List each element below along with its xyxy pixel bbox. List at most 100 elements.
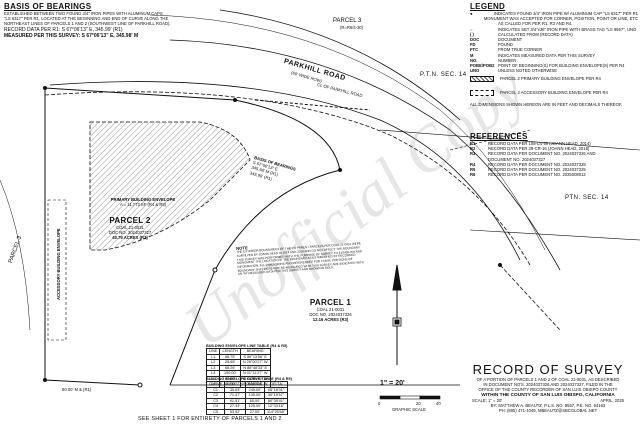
record-of-survey-title-block: RECORD OF SURVEY OF A PORTION OF PARCELS… — [458, 362, 638, 413]
line-table-row-cell: L1 — [205, 353, 221, 360]
curve-table-row-cell: 135.00' — [244, 392, 266, 399]
scale-tick-0: 0 — [378, 401, 381, 406]
curve-table-row-cell: 27.39' — [224, 403, 246, 410]
reference-item: DOCUMENT NO. 2024037327 — [488, 156, 546, 162]
basis-of-bearings-block: BASIS OF BEARINGS ESTABLISHED BETWEEN TW… — [4, 2, 184, 39]
ptn-sec-14-right-label: PTN. SEC. 14 — [565, 195, 609, 201]
monuments — [43, 86, 502, 388]
curve-table-row-cell: 125.00' — [244, 403, 266, 410]
basis-line: NORTHEAST LINES OF PARCELS 1 AND 2 (SOUT… — [4, 21, 171, 27]
record-title: RECORD OF SURVEY — [472, 362, 624, 377]
accessory-building-envelope — [47, 199, 67, 341]
line-table-row-cell: L4 — [205, 370, 221, 377]
line-table-row-cell: 150.00' — [219, 370, 241, 377]
curve-table-row-cell: 80°39'41" — [263, 397, 289, 404]
line-table-row-cell: 28.65' — [219, 359, 241, 366]
title-scale: SCALE: 1" = 20' — [472, 397, 503, 403]
line-table-row-cell: L5 — [205, 375, 221, 382]
building-envelope-curve-table: BUILDING ENVELOPE CURVE TABLE (R4 & R5) … — [205, 377, 292, 415]
curve-table-row-cell: 91.51' — [224, 397, 246, 404]
curve-table-row-cell: 35.53' — [224, 386, 246, 393]
accessory-envelope-swatch — [470, 90, 494, 97]
curve-table-header: RADIUS — [244, 381, 266, 388]
scale-tick-20: 20 — [416, 401, 421, 406]
basis-line: ESTABLISHED BETWEEN TWO FOUND 3/4" IRON … — [4, 11, 163, 16]
legend-item: MONUMENT WAS ACCEPTED FOR CORNER, POSITI… — [483, 16, 638, 22]
parcel-1-label: PARCEL 1 COAL 21-0031 DOC NO. 2024037326… — [309, 298, 352, 323]
parcel-3-sub: (R=R6/4-30) — [340, 25, 364, 30]
curve-table-row-cell: 12°33'16" — [263, 403, 289, 410]
line-table-header: BEARING — [239, 348, 271, 355]
legend-item: PARCEL 2 ACCESSORY BUILDING ENVELOPE PER… — [470, 90, 638, 97]
sheet-note: SEE SHEET 1 FOR ENTIRETY OF PARCELS 1 AN… — [138, 416, 282, 422]
primary-building-envelope — [89, 121, 251, 251]
line-table-row-cell: N 89°59'36" W — [239, 375, 271, 382]
bottom-dimension: 60.00' M & (R1) — [62, 387, 92, 392]
parkhill-road-lines — [44, 9, 561, 271]
basis-line: "LS 6317" PER R1, LOCATED AT THE BEGINNI… — [4, 16, 169, 22]
accessory-envelope-label: ACCESSORY BUILDING ENVELOPE — [56, 228, 61, 300]
curve-table-row-cell: 114°25'58" — [263, 408, 289, 415]
primary-envelope-swatch — [470, 76, 494, 83]
parcel-2-label: PARCEL 2 COAL 21-0031 DOC NO. 2024037327… — [108, 216, 152, 241]
legend-item: NO.NUMBER — [470, 57, 517, 63]
scale-ratio: 1" = 20' — [380, 380, 405, 387]
references-heading: REFERENCES — [470, 132, 528, 141]
legend-item: PARCEL 2 PRIMARY BUILDING ENVELOPE PER R… — [470, 76, 638, 83]
title-date: APRIL, 2025 — [600, 397, 624, 403]
left-arc — [0, 179, 31, 331]
ptn-sec-14-top-label: P.T.N. SEC. 14 — [420, 72, 467, 78]
legend-item: AS CALLED FOR PER R1, R3 AND R4. — [498, 21, 573, 27]
curve-table-row-cell: 245.00' — [244, 386, 266, 393]
surveyor-contact: PH: (805) 471-1049, MBEAUTZ@SBCGLOBAL.NE… — [498, 408, 598, 414]
line-table-row-cell: L3 — [205, 364, 221, 371]
parcel-division — [169, 99, 371, 386]
line-table-row-cell: L2 — [205, 359, 221, 366]
legend-heading: LEGEND — [470, 2, 506, 11]
line-table-row-cell: 80.00' — [219, 375, 241, 382]
legend-item: ●INDICATES FOUND 3/4" IRON PIPE W/ ALUMI… — [470, 11, 638, 16]
line-table-row-cell: 68.75' — [219, 353, 241, 360]
line-table-header: LINE — [205, 348, 221, 355]
curve-table-row-cell: 27.00' — [244, 408, 266, 415]
graphic-scale-bar — [379, 395, 441, 400]
scale-tick-40: 40 — [436, 401, 441, 406]
curve-table-row-cell: 71.47' — [224, 392, 246, 399]
line-table-row-cell: N 88°48'33" E — [239, 364, 271, 371]
line-table-row-cell: N 28°00'27" W — [239, 359, 271, 366]
boundary-lines-upper — [379, 129, 640, 241]
surveyor: BY: MATTHEW A. BEAUTZ, P.L.S. NO. 8557, … — [490, 403, 606, 409]
basis-record: RECORD DATA PER R1: S 67°06'13" E, 345.9… — [4, 26, 123, 33]
line-table-row-cell: N 01°11'27" W — [239, 370, 271, 377]
curve-table-row-cell: 53.92' — [224, 408, 246, 415]
basis-heading: BASIS OF BEARINGS — [4, 2, 92, 11]
line-table-row-cell: S 89°13'56" E — [239, 353, 271, 360]
legend-item: ○INDICATES SET 3/4"x36" IRON PIPE WITH B… — [470, 26, 637, 32]
legend-item: ( )CALCULATED FROM (RECORD DATA) — [470, 31, 573, 37]
legend-note: ALL DIMENSIONS SHOWN HEREON ARE IN FEET … — [470, 102, 623, 108]
curve-table-row-cell: 08°18'31" — [263, 386, 289, 393]
curve-table-header: CURVE — [205, 381, 226, 388]
north-arrow — [392, 264, 402, 365]
primary-envelope-label: PRIMARY BUILDING ENVELOPE A = 11,773 SF … — [110, 197, 176, 208]
